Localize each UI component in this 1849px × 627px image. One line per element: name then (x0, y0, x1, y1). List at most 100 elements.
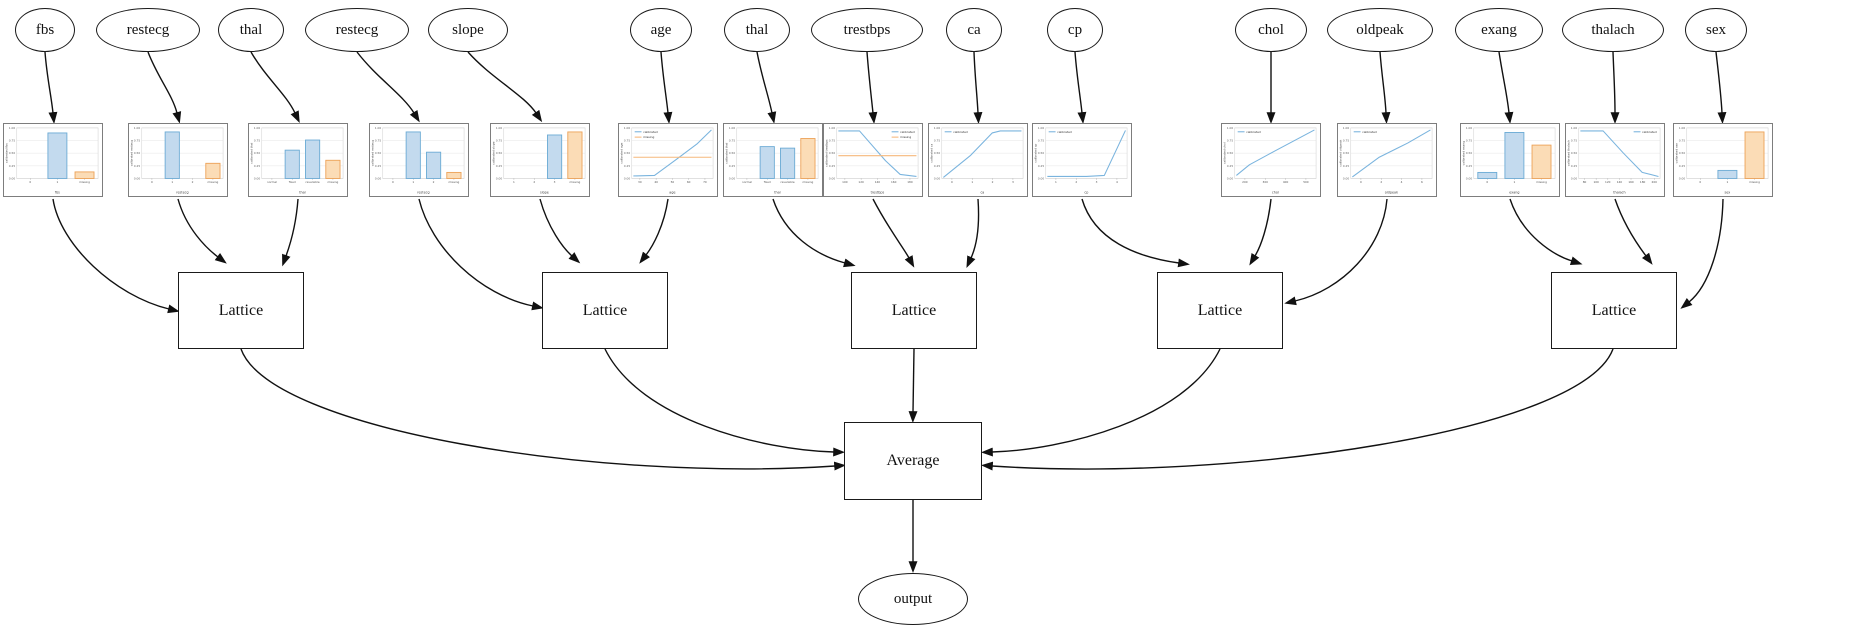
svg-text:0.75: 0.75 (1227, 139, 1234, 143)
svg-text:0.50: 0.50 (934, 151, 941, 155)
svg-text:0.50: 0.50 (254, 151, 261, 155)
svg-text:age: age (669, 190, 675, 194)
svg-text:0.25: 0.25 (9, 164, 16, 168)
svg-text:180: 180 (907, 180, 913, 184)
input-node-oldpeak: oldpeak (1327, 8, 1433, 52)
input-label: trestbps (843, 21, 891, 38)
svg-text:0.75: 0.75 (496, 139, 503, 143)
svg-text:reversible: reversible (306, 180, 320, 184)
svg-text:calibrated ca: calibrated ca (929, 144, 933, 163)
svg-text:0.00: 0.00 (934, 177, 941, 181)
svg-text:140: 140 (875, 180, 881, 184)
svg-text:1.00: 1.00 (934, 126, 941, 130)
svg-text:0.25: 0.25 (254, 164, 261, 168)
edge-input-chart (1610, 51, 1620, 125)
svg-text:0.00: 0.00 (729, 177, 736, 181)
input-node-age: age (630, 8, 692, 52)
svg-text:oldpeak: oldpeak (1385, 190, 1398, 194)
svg-text:2: 2 (1380, 180, 1382, 184)
input-label: restecg (335, 21, 379, 38)
svg-text:restecg: restecg (176, 190, 188, 194)
svg-text:1: 1 (971, 180, 973, 184)
lattice-node-5: Lattice (1551, 272, 1677, 349)
lattice-label: Lattice (218, 301, 264, 319)
svg-text:0.50: 0.50 (1038, 151, 1045, 155)
edge-chart-lattice (872, 198, 915, 268)
svg-text:missing: missing (1749, 180, 1760, 184)
svg-text:calibrated fbs: calibrated fbs (4, 143, 8, 163)
svg-text:0.25: 0.25 (375, 164, 382, 168)
svg-text:50: 50 (671, 180, 675, 184)
svg-text:0.50: 0.50 (1571, 151, 1578, 155)
svg-text:180: 180 (1640, 180, 1646, 184)
svg-text:0.00: 0.00 (9, 177, 16, 181)
svg-text:0.75: 0.75 (829, 139, 836, 143)
input-label: exang (1481, 21, 1517, 38)
input-node-restecg: restecg (96, 8, 200, 52)
svg-text:0.00: 0.00 (1038, 177, 1045, 181)
output-label: output (893, 590, 933, 607)
svg-text:0.25: 0.25 (1227, 164, 1234, 168)
svg-text:0: 0 (1699, 180, 1701, 184)
input-node-sex: sex (1685, 8, 1747, 52)
svg-text:missing: missing (1536, 180, 1547, 184)
input-node-thalach: thalach (1562, 8, 1664, 52)
svg-text:missing: missing (207, 180, 218, 184)
svg-text:normal: normal (742, 180, 752, 184)
svg-text:0.50: 0.50 (829, 151, 836, 155)
svg-text:0.00: 0.00 (254, 177, 261, 181)
svg-text:0.75: 0.75 (1343, 139, 1350, 143)
input-node-slope: slope (428, 8, 508, 52)
lattice-label: Lattice (891, 301, 937, 319)
svg-text:500: 500 (1303, 180, 1309, 184)
svg-text:normal: normal (267, 180, 277, 184)
svg-text:1.00: 1.00 (496, 126, 503, 130)
svg-text:0.25: 0.25 (496, 164, 503, 168)
svg-text:60: 60 (687, 180, 691, 184)
edge-lattice-average (980, 348, 1614, 471)
svg-text:0.75: 0.75 (1571, 139, 1578, 143)
edge-input-chart (1498, 51, 1514, 124)
svg-text:0.00: 0.00 (1679, 177, 1686, 181)
svg-text:calibrated age: calibrated age (619, 143, 623, 164)
svg-text:0.25: 0.25 (1571, 164, 1578, 168)
svg-text:calibrated: calibrated (643, 130, 658, 134)
edge-chart-lattice (1284, 198, 1388, 306)
svg-text:reversible: reversible (781, 180, 795, 184)
lattice-label: Lattice (1197, 301, 1243, 319)
svg-text:0.75: 0.75 (9, 139, 16, 143)
svg-text:0: 0 (951, 180, 953, 184)
input-node-exang: exang (1455, 8, 1543, 52)
svg-text:0.75: 0.75 (1679, 139, 1686, 143)
input-label: thal (745, 21, 769, 38)
edge-chart-lattice (418, 198, 544, 311)
svg-text:0: 0 (29, 180, 31, 184)
svg-text:1.00: 1.00 (134, 126, 141, 130)
svg-text:140: 140 (1617, 180, 1623, 184)
svg-text:1: 1 (57, 180, 59, 184)
svg-text:0.25: 0.25 (1343, 164, 1350, 168)
svg-text:thal: thal (299, 190, 305, 194)
svg-text:chol: chol (1272, 190, 1279, 194)
svg-text:160: 160 (1628, 180, 1634, 184)
svg-text:missing: missing (900, 135, 911, 139)
input-label: oldpeak (1356, 21, 1404, 38)
svg-text:1.00: 1.00 (375, 126, 382, 130)
edge-lattice-average (604, 348, 846, 457)
input-node-thal: thal (218, 8, 284, 52)
svg-text:0.75: 0.75 (375, 139, 382, 143)
svg-text:1.00: 1.00 (1343, 126, 1350, 130)
svg-text:0: 0 (1360, 180, 1362, 184)
input-label: chol (1258, 21, 1284, 38)
